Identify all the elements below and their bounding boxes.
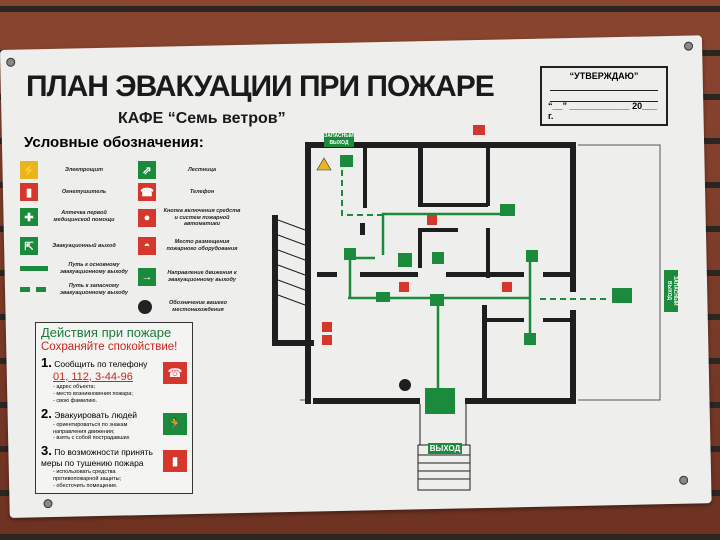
main-route-line <box>20 266 48 272</box>
legend-label: Лестница <box>187 166 217 173</box>
legend-label: Электрощит <box>64 166 104 173</box>
walls <box>272 142 576 404</box>
legend-item: Обозначение вашего местонахождения <box>138 300 238 314</box>
emergency-exit-icon: ⇱ <box>20 237 38 255</box>
red-equipment-signs <box>322 125 512 345</box>
reserve-exit-label-top: ЗАПАСНЫЙ ВЫХОД <box>324 133 354 147</box>
step-2: 2. Эвакуировать людей <box>41 405 137 421</box>
legend-item: ⇗ Лестница <box>138 161 242 179</box>
emergency-exit-icon <box>425 388 455 414</box>
main-exit-label: ВЫХОД <box>428 443 462 454</box>
step-2-row: 2. Эвакуировать людей - ориентироваться … <box>41 405 187 443</box>
legend-label: Телефон <box>189 188 215 195</box>
actions-title: Действия при пожаре <box>41 325 172 340</box>
fire-actions-box: Действия при пожаре Сохраняйте спокойств… <box>35 322 193 494</box>
phone-numbers: 01, 112, 3-44-96 <box>53 370 133 383</box>
approval-heading: “УТВЕРЖДАЮ” <box>569 71 639 81</box>
legend-item: ✚ Аптечка первой медицинской помощи <box>20 208 124 226</box>
legend-label: Огнетушитель <box>61 188 107 195</box>
phone-icon: ☎ <box>138 183 156 201</box>
reserve-exit-label-right: ЗАПАСНЫЙ ВЫХОД <box>664 270 678 312</box>
legend-item: ⚡ Электрощит <box>20 161 124 179</box>
first-aid-icon: ✚ <box>20 208 38 226</box>
annex-outline <box>300 144 661 401</box>
reserve-route <box>341 160 610 300</box>
sign-subtitle: КАФЕ “Семь ветров” <box>118 110 286 127</box>
legend-item: Путь к запасному эвакуационному выходу <box>20 283 134 296</box>
legend-item: → Направление движения к эвакуационному в… <box>138 268 242 286</box>
approval-date: “__” ____________ 20___ г. <box>548 101 658 121</box>
direction-to-exit-icon: → <box>138 268 156 286</box>
legend-label: Обозначение вашего местонахождения <box>169 300 227 313</box>
sign-title: ПЛАН ЭВАКУАЦИИ ПРИ ПОЖАРЕ <box>26 70 495 103</box>
step-1-row: 1. Сообщить по телефону 01, 112, 3-44-96… <box>41 354 187 405</box>
fire-extinguisher-icon: ▮ <box>20 183 38 201</box>
legend-item: ● Кнопка включения средств и систем пожар… <box>138 208 242 228</box>
fire-extinguisher-icon: ▮ <box>163 450 187 473</box>
approval-box: “УТВЕРЖДАЮ” “__” ____________ 20___ г. <box>540 66 668 126</box>
legend-label: Место размещения пожарного оборудования <box>166 239 238 252</box>
legend-label: Аптечка первой медицинской помощи <box>53 210 115 223</box>
direction-signs <box>340 155 632 345</box>
emergency-exit-icon: 🏃 <box>163 412 187 435</box>
electrical-panel-icon <box>316 157 332 171</box>
stairs-icon: ⇗ <box>138 161 156 179</box>
legend-item: ▮ Огнетушитель <box>20 183 124 201</box>
legend-label: Путь к основному эвакуационному выходу <box>59 262 128 275</box>
legend-item: ☎ Телефон <box>138 183 242 201</box>
legend-title: Условные обозначения: <box>24 134 204 151</box>
fire-equipment-icon: ◓ <box>138 237 156 255</box>
first-aid-icon <box>398 253 412 267</box>
step-3-row: 3. По возможности принять меры по тушени… <box>41 443 187 489</box>
you-are-here-icon <box>399 379 411 391</box>
step-3: 3. По возможности принять меры по тушени… <box>41 443 153 469</box>
legend-label: Эвакуационный выход <box>52 242 116 249</box>
legend-label: Путь к запасному эвакуационному выходу <box>59 283 128 296</box>
step-1: 1. Сообщить по телефону <box>41 354 148 370</box>
legend-label: Направление движения к эвакуационному вы… <box>167 270 237 283</box>
you-are-here-icon <box>138 300 152 314</box>
legend-item: ◓ Место размещения пожарного оборудования <box>138 237 242 255</box>
electrical-panel-icon: ⚡ <box>20 161 38 179</box>
legend-label: Кнопка включения средств и систем пожарн… <box>163 208 241 228</box>
legend-item: ⇱ Эвакуационный выход <box>20 237 124 255</box>
phone-icon: ☎ <box>163 361 187 384</box>
actions-calm: Сохраняйте спокойствие! <box>41 341 178 354</box>
reserve-route-dashed-line <box>20 287 48 293</box>
legend-item: Путь к основному эвакуационному выходу <box>20 262 134 275</box>
fire-alarm-button-icon: ● <box>138 208 156 227</box>
